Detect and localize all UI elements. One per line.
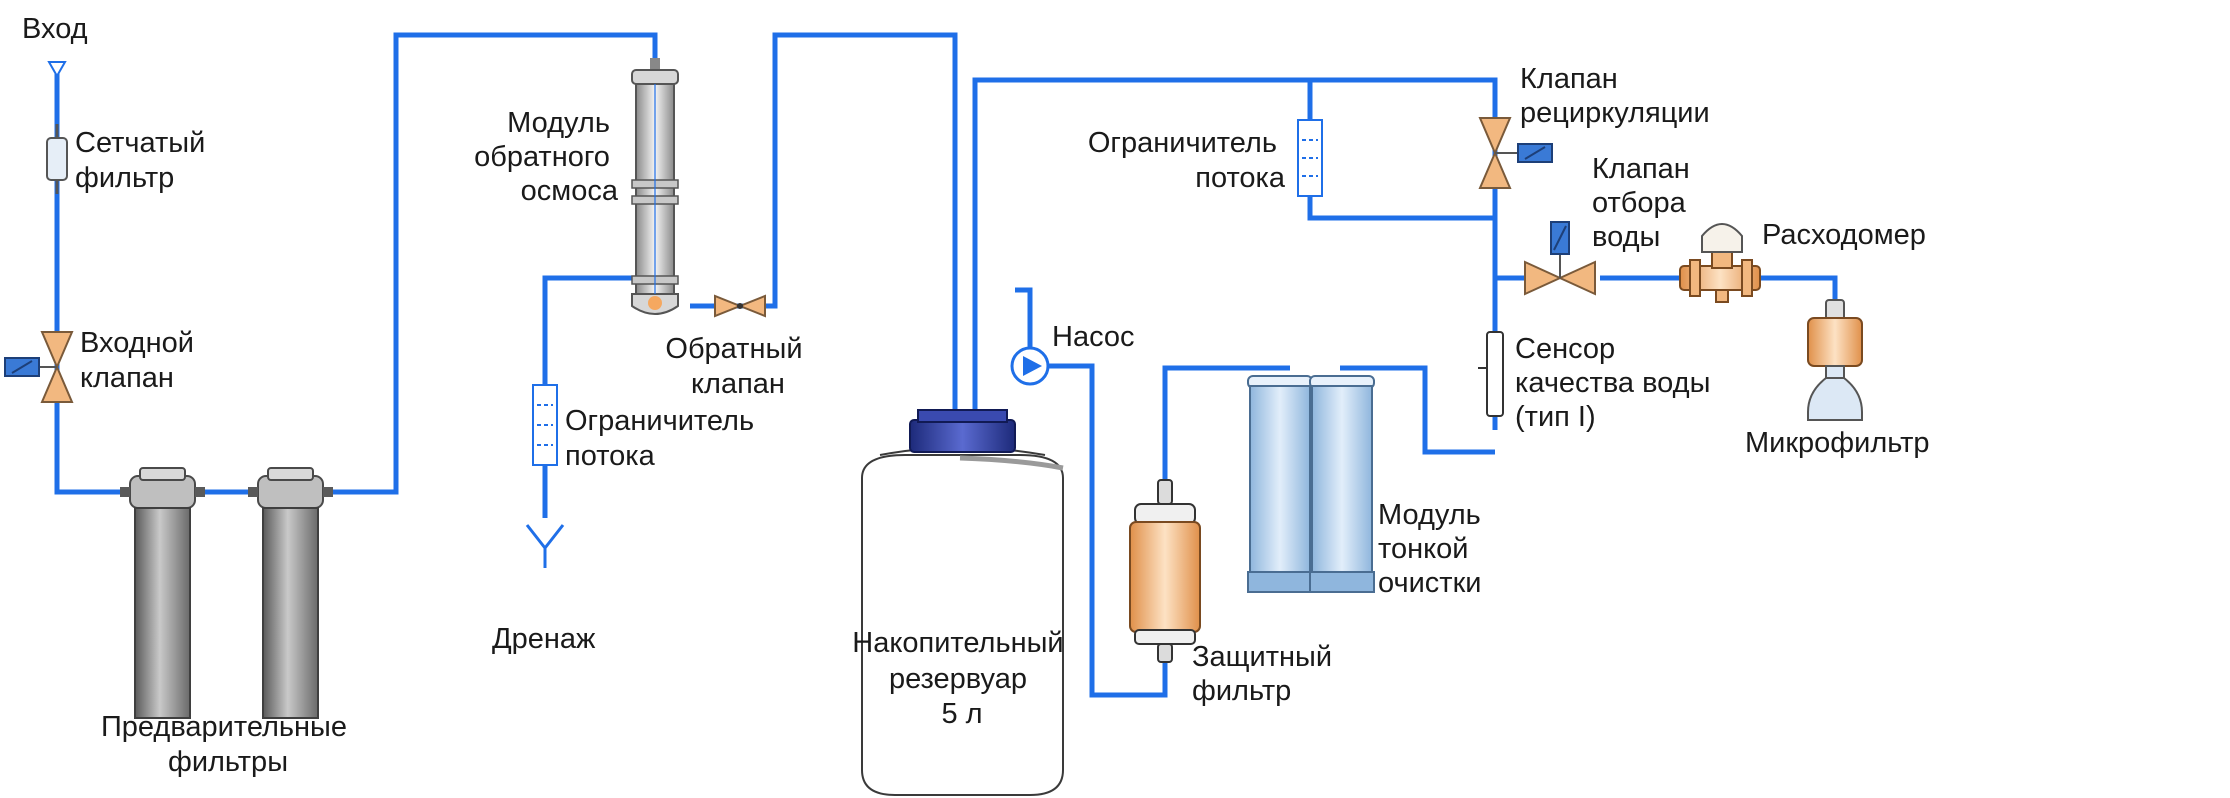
label-microfilter: Микрофильтр	[1745, 427, 1930, 459]
pipe-guard-to-polisher	[1162, 365, 1290, 500]
pipe-recirc-branch	[1307, 80, 1495, 221]
label-inlet-valve: Входной клапан	[80, 327, 202, 394]
flow-restrictor-drain-icon	[532, 384, 558, 466]
pipe-tank-to-pump-return	[972, 77, 1498, 430]
flow-restrictor-recirc-icon	[1297, 119, 1323, 197]
polishing-module-icon	[1247, 375, 1375, 593]
check-valve-icon	[714, 294, 766, 318]
flowmeter-icon	[1679, 223, 1761, 303]
pipe-pump-to-guard	[1045, 363, 1168, 698]
inlet-arrow-icon	[47, 61, 67, 79]
quality-sensor-icon	[1478, 331, 1504, 417]
dispense-valve-icon	[1524, 221, 1596, 296]
label-recirc-valve: Клапан рециркуляции	[1520, 63, 1710, 129]
label-dispense-valve: Клапан отбора воды	[1592, 153, 1698, 253]
label-ro-module: Модуль обратного осмоса	[474, 107, 619, 207]
label-tank: Накопительный резервуар 5 л	[852, 627, 1071, 730]
label-inlet: Вход	[22, 13, 88, 45]
microfilter-icon	[1807, 299, 1863, 421]
label-flow-restrictor-recirc: Ограничитель потока	[1088, 127, 1286, 194]
label-flow-restrictor-drain: Ограничитель потока	[565, 405, 762, 472]
label-flowmeter: Расходомер	[1762, 219, 1926, 251]
ro-module-icon	[631, 58, 679, 315]
pipe-prefilters-to-ro	[323, 32, 658, 495]
prefilter-1-icon	[120, 467, 205, 719]
recirc-valve-icon	[1478, 117, 1553, 189]
mesh-filter-icon	[46, 124, 68, 194]
label-guard-filter: Защитный фильтр	[1192, 641, 1340, 707]
label-polishing-module: Модуль тонкой очистки	[1378, 499, 1489, 599]
pipe-ro-to-drain	[542, 275, 632, 518]
label-mesh-filter: Сетчатый фильтр	[75, 127, 213, 194]
label-check-valve: Обратный клапан	[665, 333, 810, 400]
storage-tank-icon	[861, 409, 1064, 796]
label-pump: Насос	[1052, 321, 1135, 353]
inlet-valve-icon	[4, 331, 74, 403]
guard-filter-icon	[1129, 479, 1201, 663]
pipe-inlet-to-prefilters	[54, 70, 130, 495]
pipe-polisher-to-sensor	[1340, 365, 1495, 455]
label-prefilters: Предварительные фильтры	[101, 711, 355, 778]
pipe-pump-out	[1015, 287, 1033, 366]
label-drain: Дренаж	[492, 623, 596, 655]
pipe-to-microfilter	[1760, 275, 1838, 320]
label-quality-sensor: Сенсор качества воды (тип I)	[1515, 333, 1719, 433]
prefilter-2-icon	[248, 467, 333, 719]
drain-icon	[525, 524, 565, 568]
pump-icon	[1010, 346, 1050, 386]
